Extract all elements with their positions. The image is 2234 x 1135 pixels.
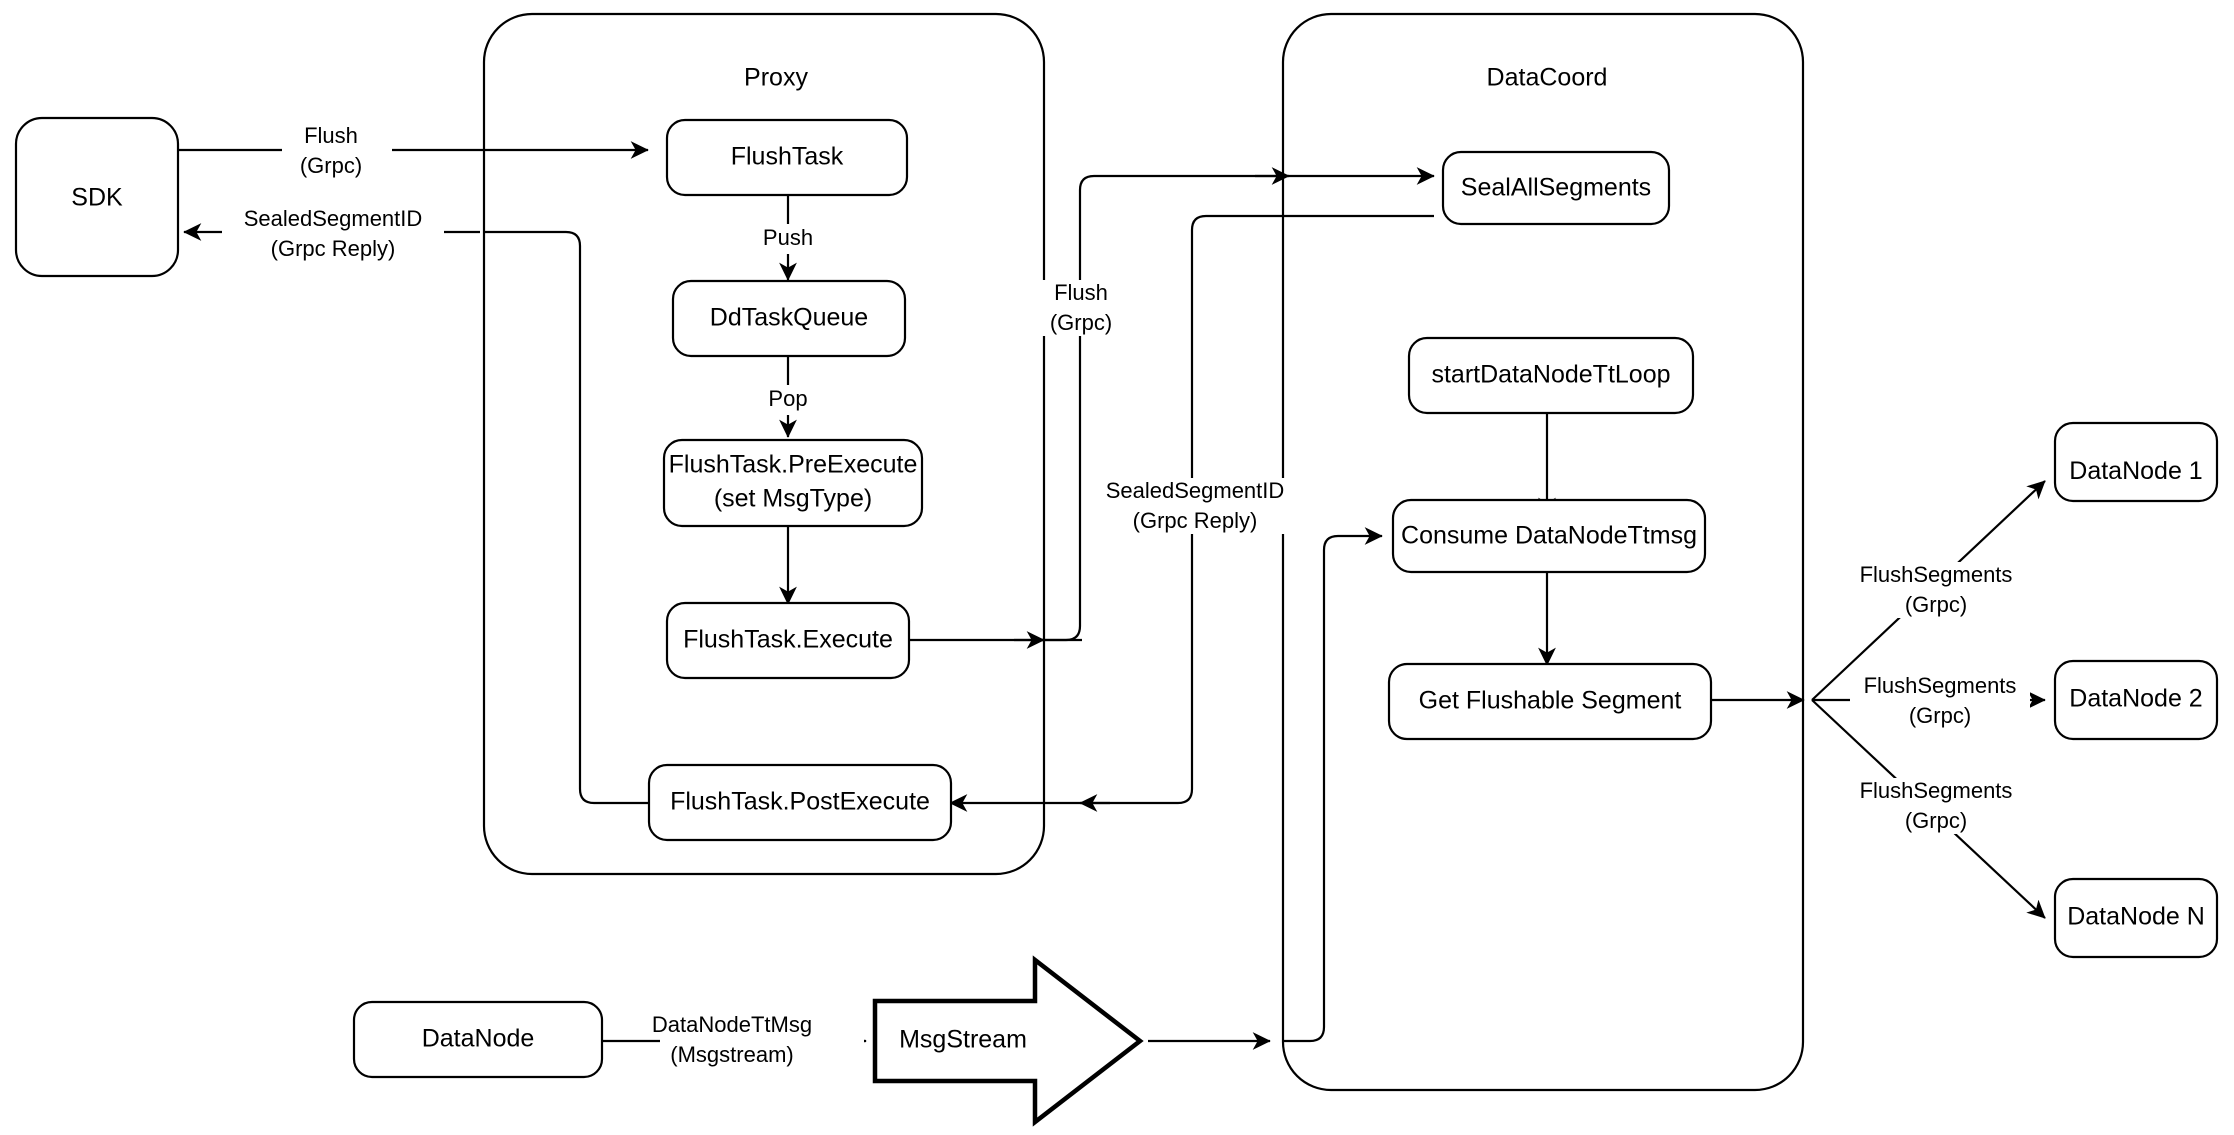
flushsegments-2-label-line1: FlushSegments bbox=[1864, 673, 2017, 698]
datanode-2-label: DataNode 2 bbox=[2069, 685, 2202, 713]
node-sdk[interactable]: SDK bbox=[14, 116, 180, 278]
boundary-arrowheads bbox=[1014, 167, 1290, 812]
proxy-container-title: Proxy bbox=[744, 64, 808, 92]
proxy-container-outline bbox=[482, 12, 1046, 876]
node-datanode-source[interactable]: DataNode bbox=[352, 1000, 604, 1079]
flushsegments-1-label-line2: (Grpc) bbox=[1905, 592, 1967, 617]
node-startdatanodettloop[interactable]: startDataNodeTtLoop bbox=[1407, 336, 1695, 415]
startdatanodettloop-box[interactable] bbox=[1407, 336, 1695, 415]
ddtaskqueue-label: DdTaskQueue bbox=[710, 304, 868, 332]
edge-postexecute-to-sdk-rail bbox=[484, 230, 649, 805]
node-ddtaskqueue[interactable]: DdTaskQueue bbox=[671, 279, 907, 358]
sealallsegments-label: SealAllSegments bbox=[1461, 174, 1651, 202]
label-bg-5 bbox=[660, 1013, 864, 1069]
execute-box[interactable] bbox=[665, 601, 911, 680]
sdk-flush-label-line1: Flush bbox=[304, 123, 358, 148]
flushtask-label: FlushTask bbox=[731, 143, 844, 171]
datanode-source-label: DataNode bbox=[422, 1025, 535, 1053]
msgstream-arrow-shape[interactable] bbox=[872, 955, 1144, 1127]
label-flushsegments-1: FlushSegments (Grpc) bbox=[1845, 562, 2025, 618]
node-consume-datanodettmsg[interactable]: Consume DataNodeTtmsg bbox=[1391, 498, 1707, 574]
sdk-label: SDK bbox=[71, 184, 123, 212]
sdk-box[interactable] bbox=[14, 116, 180, 278]
label-bg-1 bbox=[282, 123, 392, 179]
datanode-n-label: DataNode N bbox=[2067, 903, 2205, 931]
label-bg-2 bbox=[222, 206, 444, 262]
label-flushsegments-n: FlushSegments (Grpc) bbox=[1845, 778, 2025, 834]
node-msgstream[interactable]: MsgStream bbox=[872, 955, 1144, 1127]
ddtaskqueue-box[interactable] bbox=[671, 279, 907, 358]
node-flushtask-preexecute[interactable]: FlushTask.PreExecute (set MsgType) bbox=[662, 438, 924, 528]
node-get-flushable-segment[interactable]: Get Flushable Segment bbox=[1387, 662, 1713, 741]
label-bg-6 bbox=[1845, 562, 2025, 618]
datanode-ttmsg-label-line2: (Msgstream) bbox=[670, 1042, 793, 1067]
sdk-reply-label-line2: (Grpc Reply) bbox=[271, 236, 396, 261]
datacoord-container-title: DataCoord bbox=[1487, 64, 1608, 92]
sdk-reply-label-line1: SealedSegmentID bbox=[244, 206, 423, 231]
label-pop: Pop bbox=[756, 385, 820, 415]
label-sealedsegmentid-coord: SealedSegmentID (Grpc Reply) bbox=[1085, 478, 1305, 534]
node-datanode-1[interactable]: DataNode 1 bbox=[2053, 421, 2219, 503]
datanode-1-label: DataNode 1 bbox=[2069, 457, 2202, 485]
container-proxy: Proxy bbox=[482, 12, 1046, 876]
label-bg-3 bbox=[1032, 280, 1136, 336]
postexecute-box[interactable] bbox=[647, 763, 953, 842]
container-datacoord: DataCoord bbox=[1281, 12, 1805, 1092]
flushsegments-1-label-line1: FlushSegments bbox=[1860, 562, 2013, 587]
flushsegments-2-label-line2: (Grpc) bbox=[1909, 703, 1971, 728]
coord-flush-label-line1: Flush bbox=[1054, 280, 1108, 305]
msgstream-label: MsgStream bbox=[899, 1026, 1027, 1054]
get-flushable-segment-label: Get Flushable Segment bbox=[1419, 687, 1682, 715]
datanode-ttmsg-label-line1: DataNodeTtMsg bbox=[652, 1012, 812, 1037]
coord-flush-label-line2: (Grpc) bbox=[1050, 310, 1112, 335]
node-flushtask-postexecute[interactable]: FlushTask.PostExecute bbox=[647, 763, 953, 842]
label-flush-grpc-coord: Flush (Grpc) bbox=[1032, 280, 1136, 336]
sdk-flush-label-line2: (Grpc) bbox=[300, 153, 362, 178]
execute-label: FlushTask.Execute bbox=[683, 626, 893, 654]
label-bg-4 bbox=[1085, 478, 1305, 534]
label-bg-push bbox=[750, 224, 826, 254]
label-flush-grpc-sdk: Flush (Grpc) bbox=[282, 123, 392, 179]
datacoord-container-outline bbox=[1281, 12, 1805, 1092]
node-flushtask-execute[interactable]: FlushTask.Execute bbox=[665, 601, 911, 680]
get-flushable-segment-box[interactable] bbox=[1387, 662, 1713, 741]
coord-reply-label-line2: (Grpc Reply) bbox=[1133, 508, 1258, 533]
push-label: Push bbox=[763, 225, 813, 250]
datanode-n-box[interactable] bbox=[2053, 877, 2219, 959]
datanode-2-box[interactable] bbox=[2053, 659, 2219, 741]
preexecute-label-line1: FlushTask.PreExecute bbox=[669, 451, 918, 479]
datanode-1-box[interactable] bbox=[2053, 421, 2219, 503]
node-flushtask[interactable]: FlushTask bbox=[665, 118, 909, 197]
node-sealallsegments[interactable]: SealAllSegments bbox=[1441, 150, 1671, 226]
consume-datanodettmsg-label: Consume DataNodeTtmsg bbox=[1401, 522, 1697, 550]
flushsegments-n-label-line1: FlushSegments bbox=[1860, 778, 2013, 803]
sealallsegments-box[interactable] bbox=[1441, 150, 1671, 226]
datanode-source-box[interactable] bbox=[352, 1000, 604, 1079]
label-bg-pop bbox=[756, 385, 820, 415]
node-datanode-2[interactable]: DataNode 2 bbox=[2053, 659, 2219, 741]
preexecute-label-line2: (set MsgType) bbox=[714, 485, 872, 513]
flushtask-box[interactable] bbox=[665, 118, 909, 197]
startdatanodettloop-label: startDataNodeTtLoop bbox=[1431, 361, 1670, 389]
label-bg-8 bbox=[1845, 778, 2025, 834]
label-bg-7 bbox=[1850, 673, 2030, 729]
coord-reply-label-line1: SealedSegmentID bbox=[1106, 478, 1285, 503]
label-push: Push bbox=[750, 224, 826, 254]
label-sealedsegmentid-sdk: SealedSegmentID (Grpc Reply) bbox=[222, 206, 444, 262]
edge-datacoord-rail-to-consume bbox=[1283, 527, 1383, 1043]
pop-label: Pop bbox=[768, 386, 807, 411]
consume-datanodettmsg-box[interactable] bbox=[1391, 498, 1707, 574]
node-datanode-n[interactable]: DataNode N bbox=[2053, 877, 2219, 959]
label-datanode-ttmsg: DataNodeTtMsg (Msgstream) bbox=[652, 1012, 864, 1069]
flushsegments-n-label-line2: (Grpc) bbox=[1905, 808, 1967, 833]
preexecute-box[interactable] bbox=[662, 438, 924, 528]
postexecute-label: FlushTask.PostExecute bbox=[670, 788, 930, 816]
label-flushsegments-2: FlushSegments (Grpc) bbox=[1850, 673, 2030, 729]
